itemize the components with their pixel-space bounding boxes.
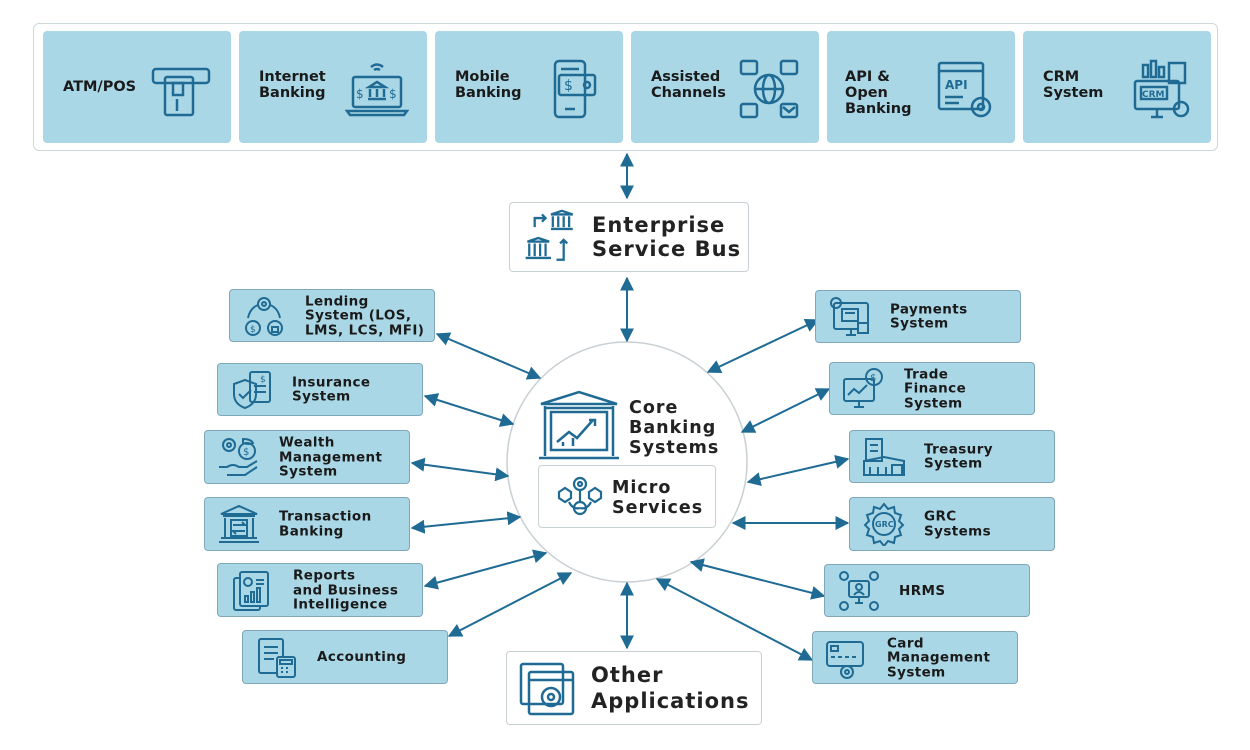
api-gear-icon: API [933, 57, 997, 121]
system-transaction-banking: Transaction Banking [204, 497, 410, 551]
system-label: Wealth Management System [279, 434, 383, 480]
channel-label: ATM/POS [63, 79, 137, 95]
system-label: Transaction Banking [279, 508, 372, 539]
arrow-trade [740, 388, 831, 433]
gears-icon [555, 474, 605, 520]
grc-gear-icon: GRC [862, 502, 906, 548]
arrow-treasury [746, 455, 850, 486]
laptop-bank-icon: $$ [344, 57, 410, 121]
arrow-wealth [410, 457, 510, 482]
system-wealth: $ Wealth Management System [204, 430, 410, 484]
svg-text:$: $ [356, 87, 364, 101]
system-grc: GRC GRC Systems [849, 497, 1055, 551]
svg-text:$: $ [243, 447, 249, 458]
atm-card-icon [149, 57, 213, 121]
trade-monitor-icon: $ [842, 367, 886, 411]
micro-services-title: Micro Services [612, 478, 704, 518]
svg-text:$: $ [564, 78, 573, 94]
system-label: GRC Systems [924, 508, 992, 539]
svg-text:$: $ [389, 87, 397, 101]
svg-text:GRC: GRC [875, 520, 894, 529]
arrow-lending [435, 332, 542, 380]
crm-monitor-icon: CRM [1129, 57, 1193, 121]
arrow-transaction [410, 511, 522, 534]
system-label: HRMS [899, 582, 946, 599]
card-gear-icon [825, 636, 869, 680]
other-applications-box: Other Applications [506, 651, 762, 725]
arrow-payments [706, 319, 820, 373]
system-card-management: Card Management System [812, 631, 1018, 684]
system-label: Trade Finance System [904, 365, 967, 411]
system-payments: Payments System [815, 290, 1021, 343]
people-network-icon [837, 569, 881, 613]
globe-contact-icon [737, 57, 801, 121]
esb-title: Enterprise Service Bus [592, 213, 742, 261]
system-label: Lending System (LOS, LMS, LCS, MFI) [305, 292, 425, 338]
mobile-wallet-icon: $ [541, 57, 605, 121]
svg-text:CRM: CRM [1142, 90, 1165, 100]
bank-chart-icon [537, 388, 621, 460]
system-hrms: HRMS [824, 564, 1030, 617]
channel-label: API & Open Banking [845, 69, 912, 117]
arrow-accounting [447, 572, 573, 637]
arrow-reports [423, 549, 548, 590]
arrow-card [655, 578, 814, 661]
shield-document-icon: $ [230, 368, 274, 412]
loan-cycle-icon: $ [242, 294, 286, 338]
system-label: Treasury System [924, 441, 993, 472]
channel-atm-pos: ATM/POS [43, 31, 231, 143]
channel-mobile-banking: Mobile Banking $ [435, 31, 623, 143]
system-label: Payments System [890, 301, 968, 332]
calculator-document-icon [255, 635, 299, 679]
system-label: Insurance System [292, 374, 371, 405]
system-accounting: Accounting [242, 630, 448, 684]
system-treasury: Treasury System [849, 430, 1055, 483]
core-title: Core Banking Systems [629, 398, 720, 458]
channel-label: CRM System [1043, 69, 1104, 101]
system-reports: Reports and Business Intelligence [217, 563, 423, 617]
system-label: Card Management System [887, 634, 991, 680]
bank-transfer-icon [522, 209, 580, 267]
svg-text:$: $ [250, 325, 256, 335]
arrow-hrms [689, 558, 826, 600]
channel-label: Internet Banking [259, 69, 326, 101]
system-trade-finance: $ Trade Finance System [829, 362, 1035, 415]
bank-exchange-icon [217, 502, 261, 546]
other-applications-title: Other Applications [591, 663, 750, 713]
svg-text:$: $ [870, 373, 876, 384]
system-lending: $ Lending System (LOS, LMS, LCS, MFI) [229, 289, 435, 342]
money-hand-icon: $ [217, 435, 261, 479]
svg-text:API: API [945, 78, 968, 92]
system-insurance: $ Insurance System [217, 363, 423, 416]
channel-label: Mobile Banking [455, 69, 522, 101]
channel-api: API & Open Banking API [827, 31, 1015, 143]
micro-services-box: Micro Services [538, 465, 716, 528]
payment-monitor-icon [828, 295, 872, 339]
esb-box: Enterprise Service Bus [509, 202, 749, 272]
channel-label: Assisted Channels [651, 69, 726, 101]
system-label: Accounting [317, 648, 407, 665]
app-window-gear-icon [517, 660, 577, 718]
svg-text:$: $ [260, 375, 266, 385]
report-chart-icon [230, 568, 274, 612]
treasury-building-icon [862, 435, 906, 479]
channel-assisted: Assisted Channels [631, 31, 819, 143]
channel-internet-banking: Internet Banking $$ [239, 31, 427, 143]
system-label: Reports and Business Intelligence [293, 567, 399, 613]
channel-crm: CRM System CRM [1023, 31, 1211, 143]
arrow-insurance [423, 393, 515, 427]
core-circle [506, 341, 748, 583]
